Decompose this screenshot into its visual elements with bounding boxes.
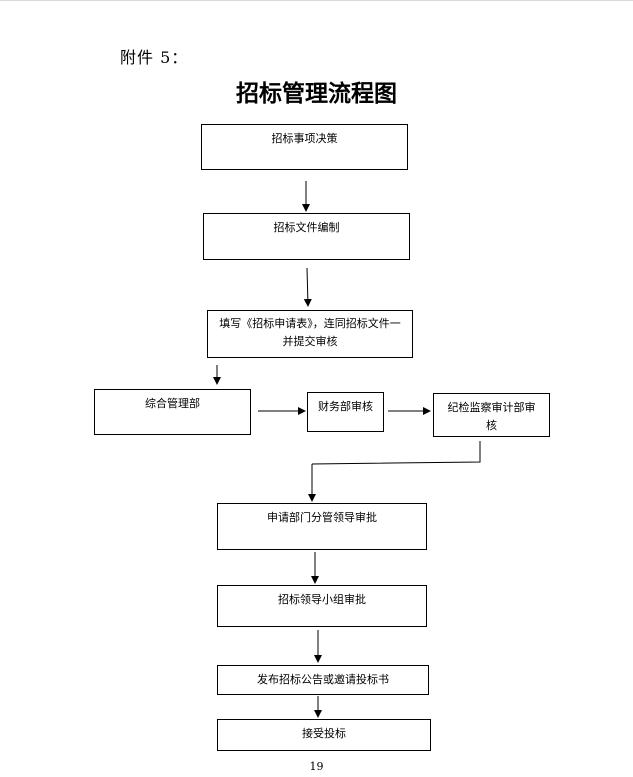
step-accept-bids: 接受投标 [217,719,431,751]
page-title: 招标管理流程图 [236,81,397,107]
step-fill-form: 填写《招标申请表》，连同招标文件一并提交审核 [207,310,413,358]
arrow-docprep-to-form [303,267,312,307]
step-bid-group-approval: 招标领导小组审批 [217,585,427,627]
attachment-label: 附件 5： [120,48,189,67]
step-audit-review: 纪检监察审计部审核 [433,393,550,437]
step-dept-leader-approval: 申请部门分管领导审批 [217,503,427,550]
step-decision: 招标事项决策 [201,124,408,170]
step-publish-notice: 发布招标公告或邀请投标书 [217,665,429,695]
connector-audit-return [311,441,481,465]
step-general-management: 综合管理部 [94,389,251,435]
step-finance-review: 财务部审核 [307,392,384,432]
page-number: 19 [309,760,324,773]
page-top-border [0,0,633,1]
step-doc-prep: 招标文件编制 [203,213,410,260]
